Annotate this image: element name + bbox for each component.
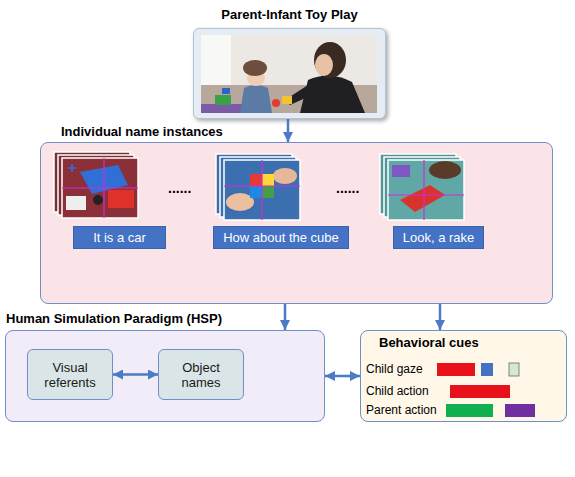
front-frame [224, 160, 300, 220]
cube [250, 174, 262, 186]
utterance-text: How about the cube [223, 230, 339, 245]
gaze-crosshair [261, 160, 262, 220]
instance-panel: Individual name instancesIt is a carHow … [40, 142, 553, 304]
caption-box: How about the cube [213, 226, 349, 249]
ellipsis: ...... [168, 180, 191, 196]
panel-heading: Individual name instances [61, 124, 552, 139]
photo-panel: Parent-Infant Toy Play [193, 28, 386, 119]
box-text: Object names [164, 360, 238, 390]
toy [392, 165, 410, 177]
photo-wall [201, 35, 377, 113]
label-slot: Child gaze [366, 362, 423, 376]
cue-label: Child action [366, 384, 429, 398]
hand [273, 168, 297, 184]
gaze-crosshair [103, 158, 104, 218]
cue-bar [437, 363, 475, 376]
flow-arrow [287, 119, 290, 142]
back-frame [220, 157, 296, 217]
cue-label: Child gaze [366, 362, 423, 376]
photo-mat [201, 104, 261, 113]
back-frame [380, 154, 456, 214]
front-frame [62, 158, 138, 218]
parent-face [315, 54, 333, 76]
cube [250, 186, 262, 198]
child-body [240, 85, 272, 113]
flow-arrow [284, 304, 287, 330]
toy-rake [400, 185, 445, 212]
process-box: Object names [158, 349, 244, 400]
child-hat [243, 60, 267, 76]
play-photo [201, 35, 377, 113]
toy-wheel [93, 195, 103, 205]
caption-box: Look, a rake [393, 226, 484, 249]
child-hair [429, 161, 461, 179]
gaze-crosshair [388, 194, 464, 195]
toy-car [80, 165, 128, 194]
label-slot: Parent action [366, 403, 437, 417]
photo-floor [201, 85, 377, 113]
panel-heading: Parent-Infant Toy Play [194, 7, 385, 22]
toy-block [66, 196, 86, 210]
hsp-panel: Human Simulation Paradigm (HSP)Visual re… [5, 330, 325, 422]
ellipsis: ...... [336, 180, 359, 196]
cube [262, 186, 274, 198]
toy [272, 99, 280, 107]
flow-arrow [113, 373, 158, 376]
frame-stack [54, 152, 138, 218]
cube [262, 174, 274, 186]
label-slot: Child action [366, 384, 429, 398]
panel-heading: Human Simulation Paradigm (HSP) [6, 311, 324, 326]
toy [282, 96, 292, 104]
caption-box: It is a car [73, 226, 166, 249]
utterance-text: It is a car [93, 230, 146, 245]
back-frame [216, 154, 292, 214]
back-frame [384, 157, 460, 217]
toy-block [108, 190, 134, 208]
process-box: Visual referents [27, 349, 113, 400]
utterance-text: Look, a rake [403, 230, 475, 245]
cue-bars [437, 363, 535, 417]
parent-body [300, 75, 365, 113]
flow-arrow [439, 304, 442, 330]
box-text: Visual referents [33, 360, 107, 390]
label-slot: ...... [168, 180, 191, 196]
cue-bar [481, 363, 493, 376]
gaze-crosshair [224, 185, 300, 186]
photo-cabinet [201, 35, 231, 85]
flow-arrow [325, 375, 360, 378]
cue-bar [509, 363, 519, 376]
frame-stack [380, 154, 464, 220]
cue-bar [446, 404, 493, 417]
toy [215, 95, 231, 105]
frame-stack [216, 154, 300, 220]
gaze-crosshair [423, 160, 424, 220]
front-frame [388, 160, 464, 220]
plus-mark [68, 164, 76, 172]
panel-heading: Behavioral cues [379, 335, 566, 350]
child-face [247, 70, 265, 86]
parent-arm [285, 85, 312, 105]
back-frame [54, 152, 130, 212]
parent-hair [314, 42, 346, 78]
cue-bar [505, 404, 535, 417]
hand [226, 193, 254, 211]
back-frame [58, 155, 134, 215]
cue-label: Parent action [366, 403, 437, 417]
gaze-crosshair [62, 187, 138, 188]
label-slot: ...... [336, 180, 359, 196]
toy [222, 88, 230, 94]
cue-bar [450, 385, 510, 398]
